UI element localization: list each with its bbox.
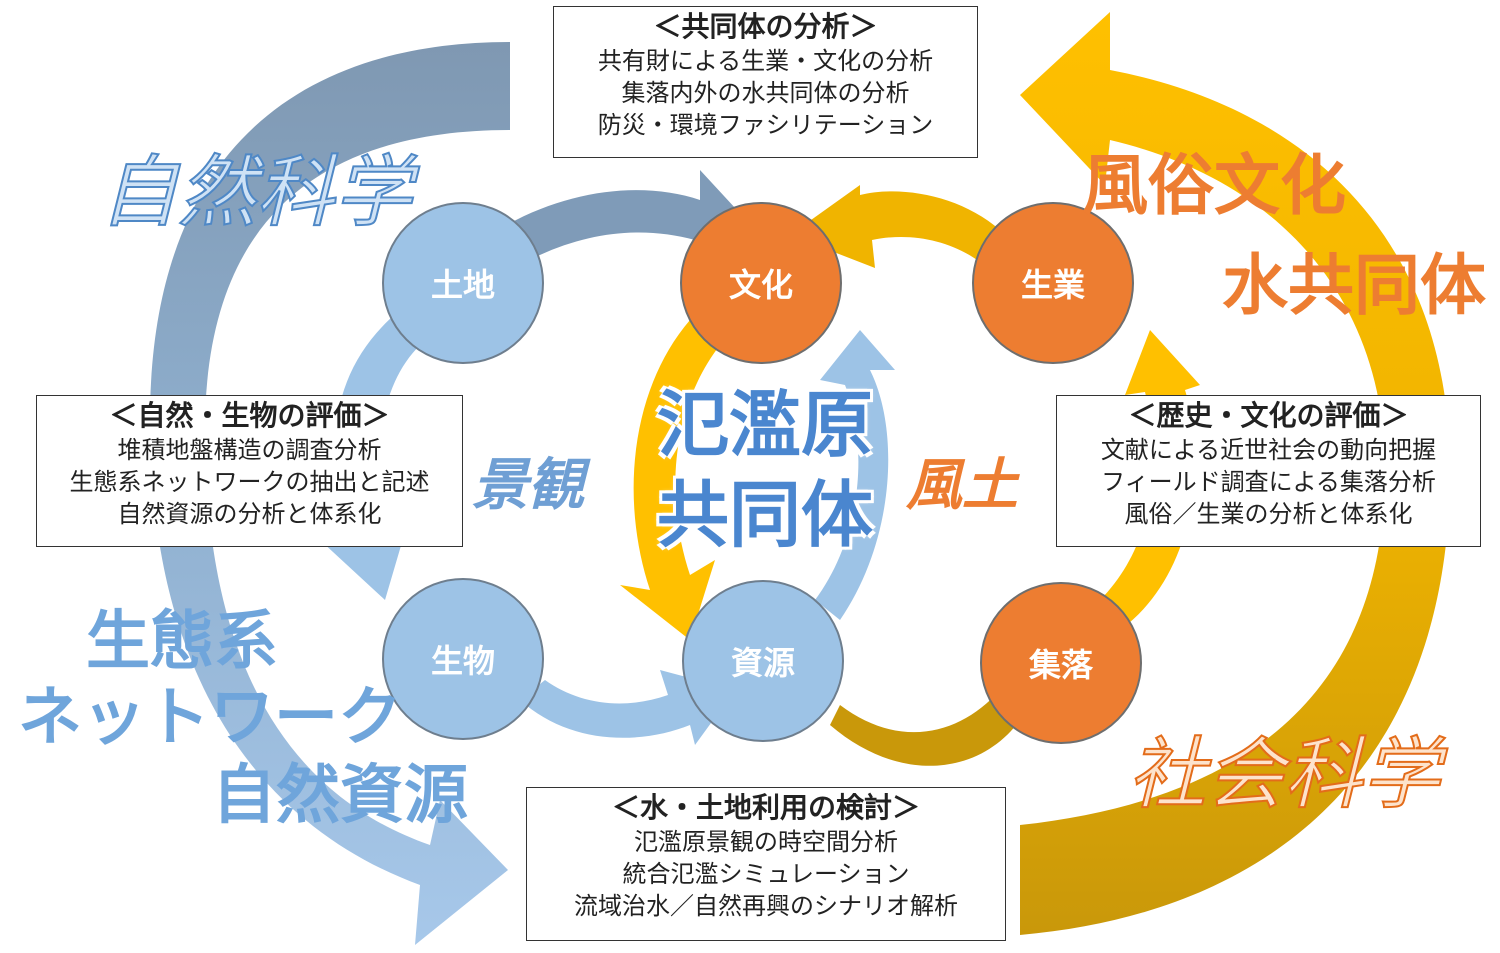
label-landscape: 景観	[472, 453, 584, 518]
label-customs-culture: 風俗文化	[1082, 147, 1346, 224]
box-history-title: ＜歴史・文化の評価＞	[1128, 399, 1409, 432]
center-label: 氾濫原 共同体	[630, 380, 900, 560]
box-community-line: 防災・環境ファシリテーション	[597, 111, 934, 139]
node-resource: 資源	[682, 580, 844, 742]
box-history-line: 風俗／生業の分析と体系化	[1124, 500, 1413, 528]
box-water-line: 流域治水／自然再興のシナリオ解析	[574, 892, 958, 920]
label-ecosystem: 生態系	[86, 605, 278, 679]
label-network: ネットワーク	[18, 681, 402, 755]
node-livelihood: 生業	[972, 202, 1134, 364]
label-natural-science: 自然科学	[99, 147, 413, 239]
box-community-analysis: ＜共同体の分析＞ 共有財による生業・文化の分析 集落内外の水共同体の分析 防災・…	[553, 6, 978, 158]
box-history-line: 文献による近世社会の動向把握	[1100, 436, 1437, 464]
box-water-land-use: ＜水・土地利用の検討＞ 氾濫原景観の時空間分析 統合氾濫シミュレーション 流域治…	[526, 787, 1006, 941]
box-nature-line: 自然資源の分析と体系化	[117, 500, 382, 528]
box-water-title: ＜水・土地利用の検討＞	[611, 791, 920, 824]
center-label-line2: 共同体	[656, 473, 873, 557]
box-history-line: フィールド調査による集落分析	[1101, 468, 1436, 496]
box-nature-line: 生態系ネットワークの抽出と記述	[69, 468, 430, 496]
box-community-title: ＜共同体の分析＞	[653, 10, 878, 43]
node-culture: 文化	[680, 202, 842, 364]
outer-gold-arc	[1020, 12, 1450, 935]
box-community-line: 集落内外の水共同体の分析	[621, 79, 910, 107]
label-social-science: 社会科学	[1127, 729, 1441, 821]
label-water-community: 水共同体	[1222, 247, 1486, 324]
center-arc-resource-culture	[815, 330, 895, 620]
box-history-evaluation: ＜歴史・文化の評価＞ 文献による近世社会の動向把握 フィールド調査による集落分析…	[1056, 395, 1481, 547]
label-fudo: 風土	[906, 453, 1018, 518]
center-label-line1: 氾濫原	[656, 383, 873, 467]
box-community-line: 共有財による生業・文化の分析	[597, 47, 934, 75]
inner-arc-settlement-resource	[830, 690, 1020, 766]
node-land: 土地	[382, 202, 544, 364]
center-arc-culture-resource	[620, 320, 720, 640]
box-nature-title: ＜自然・生物の評価＞	[109, 399, 390, 432]
label-natural-resources: 自然資源	[212, 759, 468, 833]
inner-arc-livelihood-culture	[790, 185, 1000, 268]
node-organism: 生物	[382, 578, 544, 740]
node-settlement: 集落	[980, 582, 1142, 744]
inner-arc-organism-resource	[520, 670, 735, 745]
box-water-line: 統合氾濫シミュレーション	[622, 860, 910, 888]
outer-blue-arc	[150, 42, 510, 945]
box-water-line: 氾濫原景観の時空間分析	[634, 828, 898, 856]
box-nature-evaluation: ＜自然・生物の評価＞ 堆積地盤構造の調査分析 生態系ネットワークの抽出と記述 自…	[36, 395, 463, 547]
inner-arc-land-culture	[490, 170, 760, 270]
box-nature-line: 堆積地盤構造の調査分析	[117, 436, 382, 464]
